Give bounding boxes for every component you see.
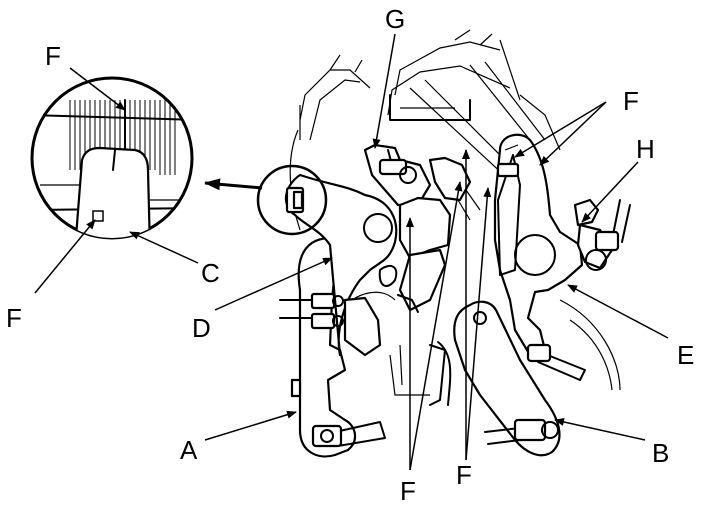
leader-f-bottom-right-2: [465, 187, 492, 461]
leader-lines: [34, 33, 669, 471]
label-f-bottom-left: F: [400, 476, 416, 506]
leader-d: [214, 257, 333, 311]
magnify-arrow: [204, 178, 263, 191]
leader-e: [567, 284, 669, 339]
lever-b-pin: [473, 311, 487, 325]
lever-e-slot: [497, 154, 521, 276]
cable-clips: [279, 144, 631, 448]
label-h: H: [636, 134, 655, 164]
magnify-source-circle: [256, 164, 328, 236]
leader-f-upper-right-2: [539, 101, 607, 166]
label-e: E: [677, 340, 695, 370]
pivot-hole: [363, 213, 393, 243]
leader-f-bottom-left-2: [409, 181, 463, 471]
leader-f-inset-bottom: [34, 219, 96, 294]
lever-a-tab: [290, 378, 302, 398]
label-d: D: [192, 313, 211, 343]
lever-e-pivot: [514, 234, 556, 276]
leader-c: [129, 231, 199, 264]
inset-detail: [30, 76, 194, 240]
label-b: B: [652, 438, 670, 468]
leader-g: [372, 33, 396, 149]
leader-a: [204, 410, 297, 441]
leader-f-upper-right-1: [514, 101, 607, 158]
label-f-inset-top: F: [45, 41, 61, 71]
leader-b: [554, 418, 646, 441]
label-f-upper-right: F: [623, 86, 639, 116]
leader-f-inset-top: [69, 67, 126, 111]
leader-h: [581, 161, 639, 223]
label-g: G: [385, 4, 406, 34]
pivot-plate-d: [284, 173, 398, 357]
label-f-bottom-right: F: [456, 460, 472, 490]
label-c: C: [201, 258, 220, 288]
label-a: A: [180, 435, 198, 465]
lever-b: [453, 300, 561, 457]
label-f-inset-bottom: F: [6, 303, 22, 333]
